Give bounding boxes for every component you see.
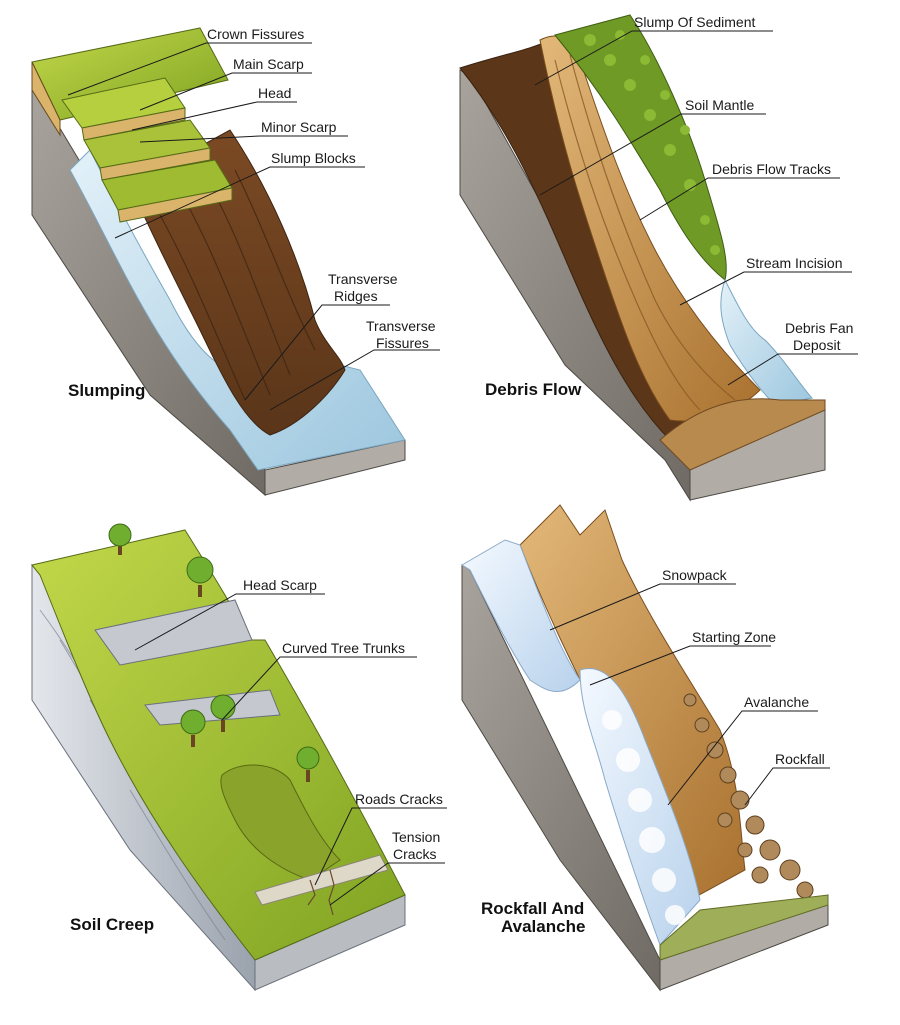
title-rockfall-2: Avalanche xyxy=(501,917,585,936)
slump-mud-streaks xyxy=(159,169,316,401)
label-debris-flow-tracks: Debris Flow Tracks xyxy=(712,161,831,177)
title-soil-creep: Soil Creep xyxy=(70,915,154,934)
creep-leaders xyxy=(134,593,447,906)
label-snowpack: Snowpack xyxy=(662,567,728,583)
panel-debris-flow: Slump Of Sediment Soil Mantle Debris Flo… xyxy=(459,14,858,502)
avalanche-clouds xyxy=(602,710,685,925)
debris-vegetation-texture xyxy=(584,30,720,255)
label-head: Head xyxy=(258,85,291,101)
creep-head-scarp xyxy=(94,599,253,666)
label-tension-cracks-2: Cracks xyxy=(393,846,437,862)
label-transverse-ridges-2: Ridges xyxy=(334,288,378,304)
label-stream-incision: Stream Incision xyxy=(746,255,842,271)
avalanche-ground xyxy=(659,894,829,961)
panel-rockfall-avalanche: Snowpack Starting Zone Avalanche Rockfal… xyxy=(461,504,830,992)
label-starting-zone: Starting Zone xyxy=(692,629,776,645)
title-rockfall-1: Rockfall And xyxy=(481,899,584,918)
label-debris-fan-2: Deposit xyxy=(793,337,841,353)
debris-leaders xyxy=(534,30,858,386)
label-head-scarp: Head Scarp xyxy=(243,577,317,593)
slump-leaders xyxy=(67,42,440,411)
avalanche-leaders xyxy=(549,583,830,806)
label-minor-scarp: Minor Scarp xyxy=(261,119,337,135)
label-avalanche: Avalanche xyxy=(744,694,809,710)
label-slump-blocks: Slump Blocks xyxy=(271,150,356,166)
label-debris-fan-1: Debris Fan xyxy=(785,320,853,336)
debris-fan-deposit xyxy=(659,398,826,471)
label-soil-mantle: Soil Mantle xyxy=(685,97,754,113)
tree-icon xyxy=(186,556,214,597)
rockfall-boulders xyxy=(683,693,814,899)
creep-lobe xyxy=(220,764,341,881)
label-transverse-fissures-2: Fissures xyxy=(376,335,429,351)
title-debris-flow: Debris Flow xyxy=(485,380,582,399)
title-slumping: Slumping xyxy=(68,381,145,400)
slump-blocks xyxy=(61,77,233,223)
tree-icon xyxy=(108,523,132,555)
label-curved-tree-trunks: Curved Tree Trunks xyxy=(282,640,405,656)
label-crown-fissures: Crown Fissures xyxy=(207,26,304,42)
label-tension-cracks-1: Tension xyxy=(392,829,440,845)
label-transverse-ridges-1: Transverse xyxy=(328,271,398,287)
label-transverse-fissures-1: Transverse xyxy=(366,318,436,334)
slump-top-soil-edge xyxy=(31,61,61,137)
label-roads-cracks: Roads Cracks xyxy=(355,791,443,807)
creep-trees xyxy=(108,523,320,782)
debris-flow-tracks xyxy=(539,35,761,422)
label-slump-of-sediment: Slump Of Sediment xyxy=(634,14,755,30)
label-rockfall: Rockfall xyxy=(775,751,825,767)
panel-soil-creep: Head Scarp Curved Tree Trunks Roads Crac… xyxy=(31,523,447,992)
panel-slumping: Crown Fissures Main Scarp Head Minor Sca… xyxy=(31,26,440,497)
debris-track-streaks xyxy=(554,54,736,411)
avalanche-snowpack xyxy=(461,539,581,693)
creep-road xyxy=(254,854,389,906)
label-main-scarp: Main Scarp xyxy=(233,56,304,72)
creep-cracks xyxy=(307,869,335,916)
tree-icon xyxy=(180,709,206,747)
tree-icon xyxy=(296,746,320,782)
